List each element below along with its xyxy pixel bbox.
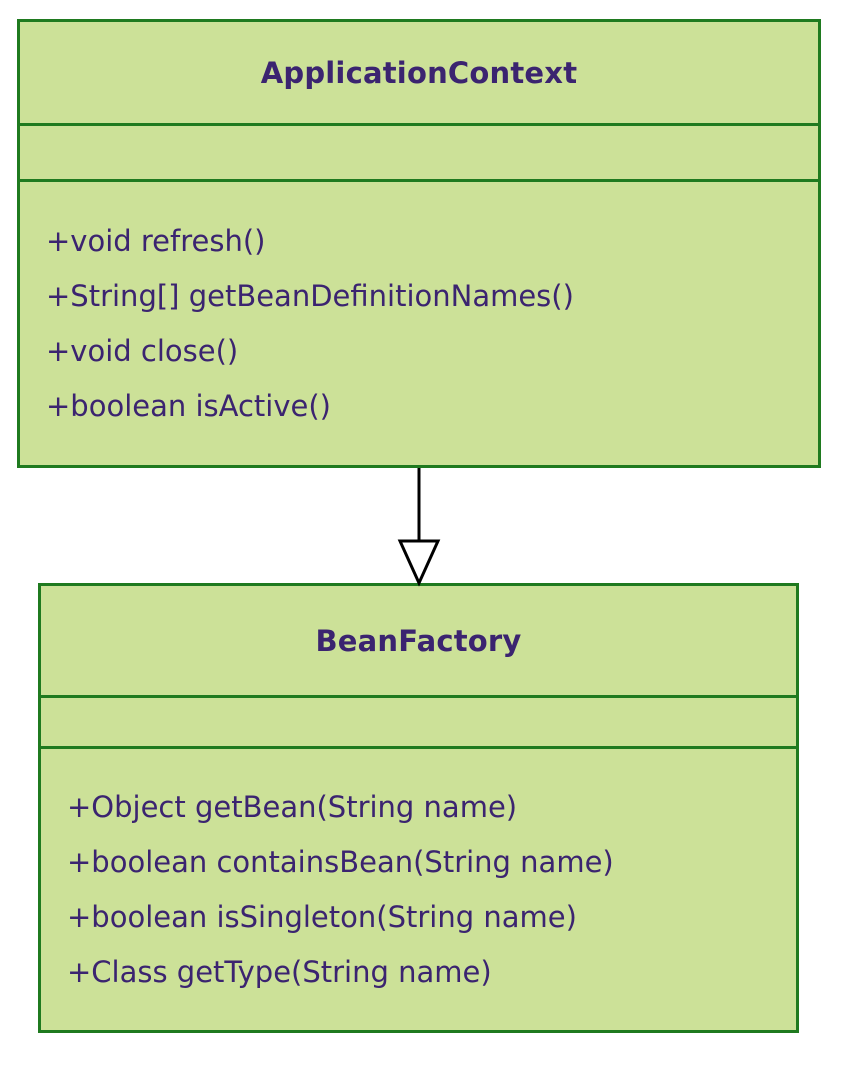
class-method-item: +boolean isActive() <box>46 388 331 423</box>
class-method-item: +boolean isSingleton(String name) <box>67 899 577 934</box>
class-name-compartment: ApplicationContext <box>20 22 818 126</box>
class-name-label: BeanFactory <box>315 623 522 658</box>
hollow-triangle-arrowhead <box>397 539 441 587</box>
uml-class-application-context[interactable]: ApplicationContext +void refresh() +Stri… <box>17 19 821 468</box>
class-method-item: +Class getType(String name) <box>67 954 492 989</box>
uml-class-bean-factory[interactable]: BeanFactory +Object getBean(String name)… <box>38 583 799 1033</box>
class-methods-compartment: +Object getBean(String name) +boolean co… <box>41 749 796 1030</box>
class-method-item: +boolean containsBean(String name) <box>67 844 614 879</box>
class-attributes-compartment <box>20 126 818 182</box>
class-method-item: +String[] getBeanDefinitionNames() <box>46 278 574 313</box>
class-method-item: +Object getBean(String name) <box>67 789 518 824</box>
class-attributes-compartment <box>41 698 796 749</box>
class-name-compartment: BeanFactory <box>41 586 796 698</box>
class-method-item: +void close() <box>46 333 239 368</box>
class-method-item: +void refresh() <box>46 223 266 258</box>
class-name-label: ApplicationContext <box>260 55 578 90</box>
class-methods-compartment: +void refresh() +String[] getBeanDefinit… <box>20 182 818 465</box>
